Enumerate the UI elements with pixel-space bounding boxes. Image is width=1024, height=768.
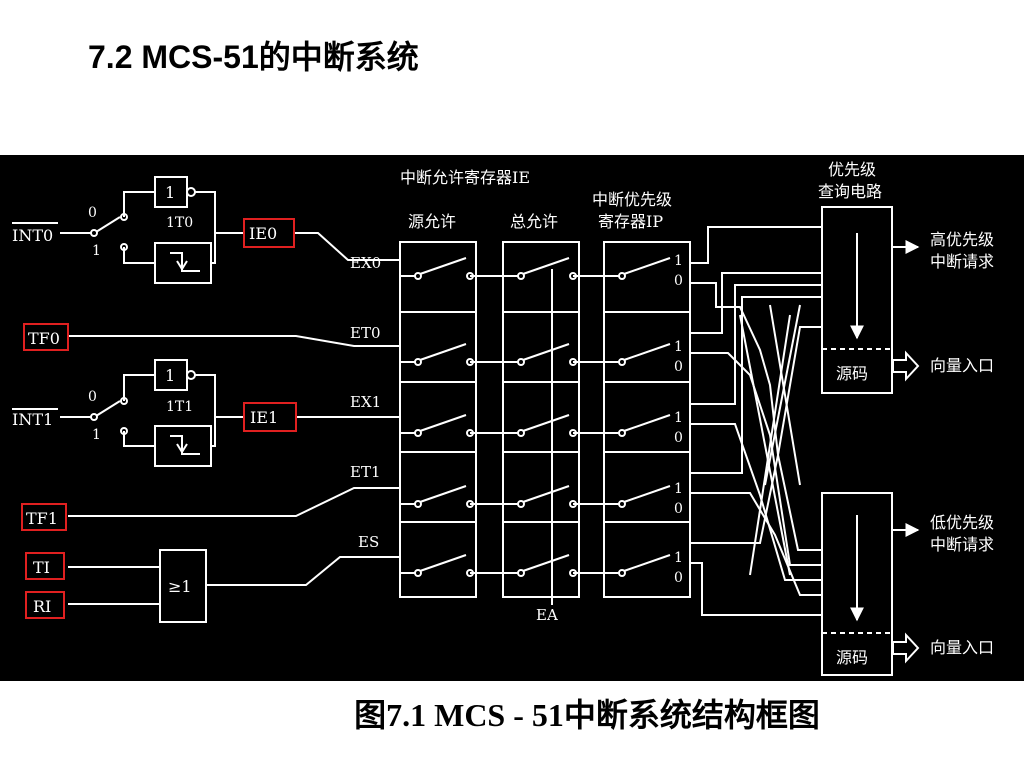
or-gate-label: ≥1 bbox=[168, 577, 192, 596]
ip-switch bbox=[604, 257, 671, 280]
ie-global-switch bbox=[503, 554, 604, 577]
vector-entry-low: 向量入口 bbox=[930, 638, 994, 657]
ie-global-switch bbox=[503, 414, 604, 437]
source-code-low: 源码 bbox=[836, 648, 868, 667]
ea-label: EA bbox=[536, 606, 558, 624]
ie-global-enable-column bbox=[502, 241, 580, 598]
falling-edge-icon bbox=[170, 435, 200, 455]
ip-switch bbox=[604, 554, 671, 577]
ti-highlight bbox=[25, 552, 65, 580]
ip-header-line1: 中断优先级 bbox=[592, 190, 672, 209]
switch0-on-label: 1 bbox=[92, 243, 101, 259]
ip-bit-zero: 0 bbox=[674, 501, 683, 517]
ie0-label: IE0 bbox=[249, 224, 277, 243]
ie-source-switch bbox=[400, 343, 503, 366]
tf0-highlight bbox=[23, 323, 69, 351]
priority-poll-high bbox=[821, 206, 893, 394]
global-enable-header: 总允许 bbox=[510, 212, 558, 231]
priority-poll-low bbox=[821, 492, 893, 676]
ie-register-header: 中断允许寄存器IE bbox=[400, 168, 530, 187]
vector-entry-high: 向量入口 bbox=[930, 356, 994, 375]
ti-label: TI bbox=[33, 558, 50, 577]
ip-bit-one: 1 bbox=[674, 339, 683, 355]
ex1-label: EX1 bbox=[350, 393, 381, 411]
ip-register-column bbox=[603, 241, 691, 598]
ip-bit-one: 1 bbox=[674, 253, 683, 269]
it0-label: 1T0 bbox=[166, 215, 193, 231]
low-request-line2: 中断请求 bbox=[930, 535, 994, 554]
switch0-off-label: 0 bbox=[88, 205, 97, 221]
slide-title: 7.2 MCS-51的中断系统 bbox=[88, 39, 419, 75]
switch-layer bbox=[400, 257, 671, 577]
ie0-highlight bbox=[243, 218, 295, 248]
ie-source-switch bbox=[400, 485, 503, 508]
ip-bit-one: 1 bbox=[674, 410, 683, 426]
ie-source-switch bbox=[400, 257, 503, 280]
int0-label: INT0 bbox=[12, 226, 53, 245]
et1-label: ET1 bbox=[350, 463, 381, 481]
et0-label: ET0 bbox=[350, 324, 381, 342]
ip-header-line2: 寄存器IP bbox=[598, 212, 663, 231]
ie-global-switch bbox=[503, 257, 604, 280]
high-request-line1: 高优先级 bbox=[930, 230, 994, 249]
ip-bit-one: 1 bbox=[674, 550, 683, 566]
source-enable-header: 源允许 bbox=[408, 212, 456, 231]
ip-bit-labels: 1 0 1 0 1 0 1 0 1 0 bbox=[674, 253, 683, 586]
tf1-highlight bbox=[21, 503, 67, 531]
ip-bit-zero: 0 bbox=[674, 570, 683, 586]
poll-header-line1: 优先级 bbox=[828, 160, 876, 179]
ie-source-switch bbox=[400, 554, 503, 577]
tf0-label: TF0 bbox=[28, 329, 60, 348]
source-code-high: 源码 bbox=[836, 364, 868, 383]
ie-source-switch bbox=[400, 414, 503, 437]
ip-bit-one: 1 bbox=[674, 481, 683, 497]
ie1-label: IE1 bbox=[250, 408, 278, 427]
ri-label: RI bbox=[33, 597, 51, 616]
ex0-label: EX0 bbox=[350, 254, 381, 272]
ie-source-enable-column bbox=[399, 241, 477, 598]
it1-label: 1T1 bbox=[166, 399, 193, 415]
poll-header-line2: 查询电路 bbox=[818, 182, 882, 201]
ip-switch bbox=[604, 485, 671, 508]
ie-global-switch bbox=[503, 343, 604, 366]
ip-switch bbox=[604, 414, 671, 437]
ip-bit-zero: 0 bbox=[674, 430, 683, 446]
not-gate-0-label: 1 bbox=[165, 183, 175, 202]
figure-caption: 图7.1 MCS - 51中断系统结构框图 bbox=[354, 697, 820, 733]
ip-bit-zero: 0 bbox=[674, 273, 683, 289]
ie-global-switch bbox=[503, 485, 604, 508]
not-gate-1-label: 1 bbox=[165, 366, 175, 385]
es-label: ES bbox=[358, 533, 379, 551]
ie1-highlight bbox=[243, 402, 297, 432]
switch1-on-label: 1 bbox=[92, 427, 101, 443]
int1-label: INT1 bbox=[12, 410, 53, 429]
ri-highlight bbox=[25, 591, 65, 619]
ip-bit-zero: 0 bbox=[674, 359, 683, 375]
ip-switch bbox=[604, 343, 671, 366]
falling-edge-icon bbox=[170, 252, 200, 272]
low-request-line1: 低优先级 bbox=[930, 513, 994, 532]
switch1-off-label: 0 bbox=[88, 389, 97, 405]
high-request-line2: 中断请求 bbox=[930, 252, 994, 271]
tf1-label: TF1 bbox=[26, 509, 58, 528]
interrupt-system-diagram: INT0 TF0 INT1 TF1 TI RI IE0 IE1 1 1 1T0 … bbox=[0, 155, 1024, 681]
